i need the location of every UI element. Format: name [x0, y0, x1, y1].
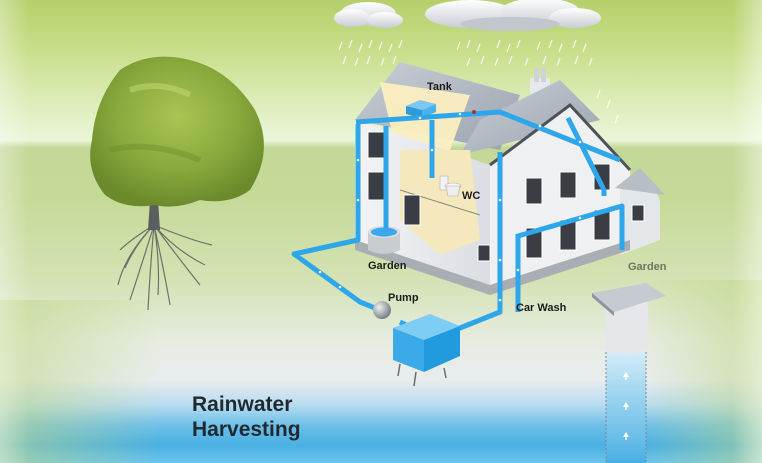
- ground-band-left: [0, 300, 160, 463]
- car-wash-label: Car Wash: [516, 302, 567, 314]
- right-edge-glow: [732, 0, 762, 463]
- well-pipe-icon: [592, 283, 666, 463]
- rain-icon: [338, 39, 619, 124]
- wc-label: WC: [462, 190, 481, 202]
- pump-label: Pump: [388, 292, 419, 304]
- tree-icon: [90, 56, 264, 311]
- left-edge-glow: [0, 0, 30, 463]
- garden-label-right: Garden: [628, 261, 667, 273]
- page-title: Rainwater Harvesting: [192, 392, 301, 442]
- pipe-flow-arrows: [318, 112, 582, 302]
- title-line-1: Rainwater: [192, 393, 293, 416]
- ground-band-right: [642, 280, 762, 463]
- underground-tank-icon: [393, 314, 460, 387]
- roof-tank-icon: [406, 100, 436, 118]
- toilet-icon: [439, 175, 462, 197]
- valve-icon: [472, 110, 476, 114]
- tank-label: Tank: [427, 81, 452, 93]
- garden-label-left: Garden: [368, 260, 407, 272]
- title-line-2: Harvesting: [192, 418, 301, 441]
- pump-icon: [373, 301, 391, 319]
- cloud-icon: [334, 0, 601, 31]
- water-barrel-icon: [368, 226, 400, 254]
